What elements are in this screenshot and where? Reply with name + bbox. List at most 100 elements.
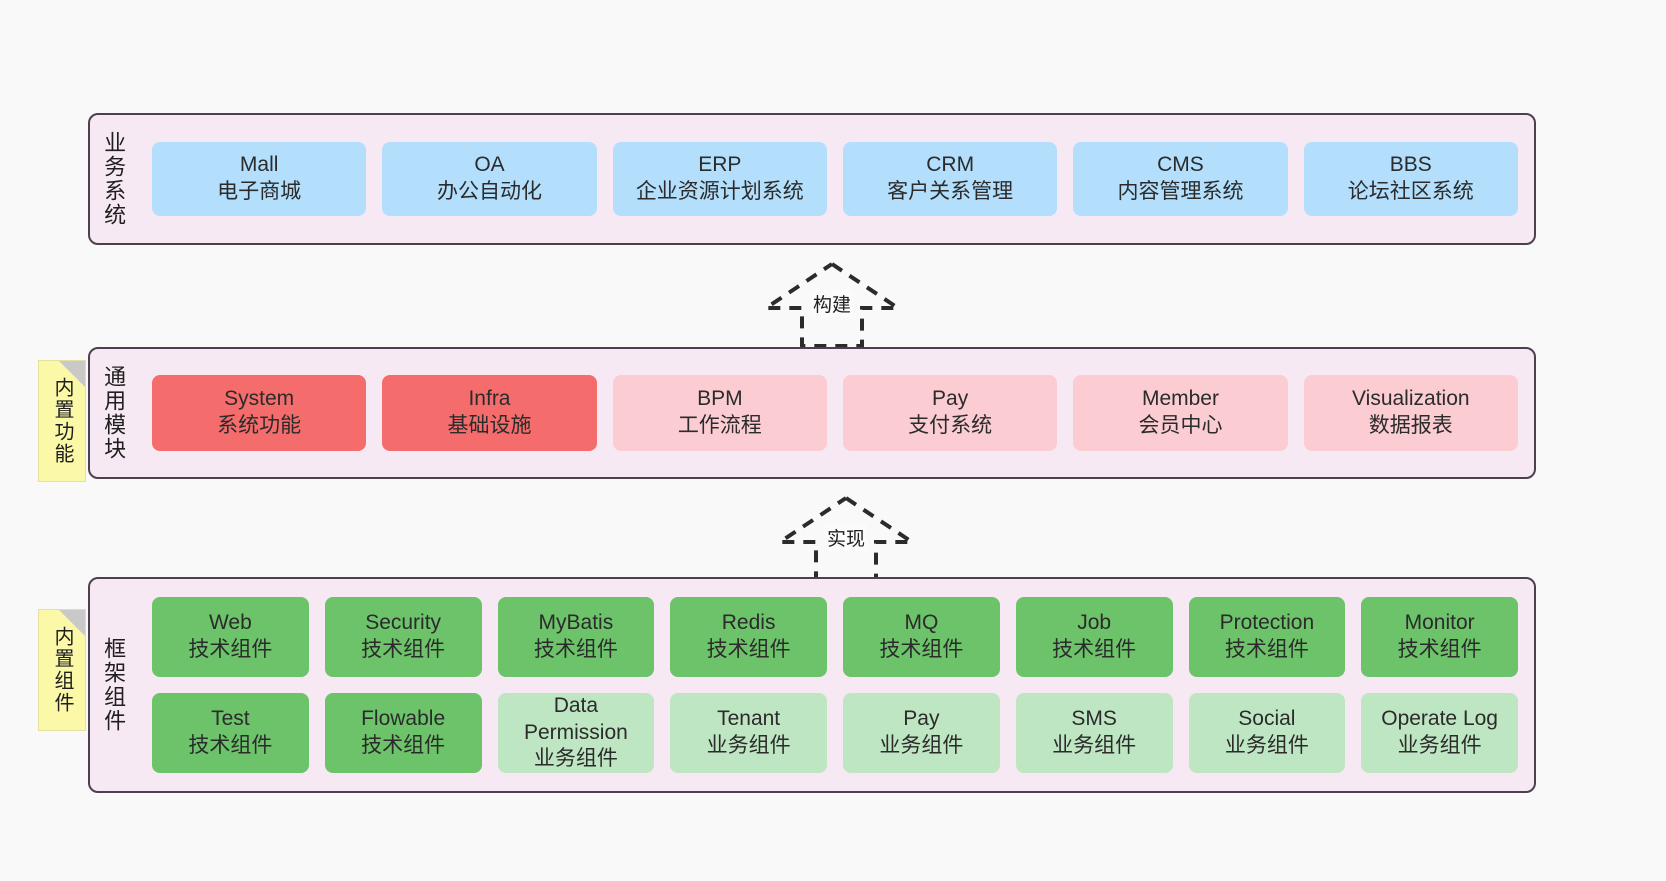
box-system-title: System: [224, 387, 295, 411]
layer-body-common-module: System 系统功能 Infra 基础设施 BPM 工作流程 Pay 支付系统…: [136, 349, 1534, 477]
box-protection-title: Protection: [1219, 611, 1315, 635]
connector-build: 构建: [756, 258, 908, 350]
box-oa-subtitle: 办公自动化: [436, 180, 542, 203]
box-data-permission-title: Data Permission: [523, 693, 628, 744]
box-social-subtitle: 业务组件: [1224, 734, 1309, 757]
box-web[interactable]: Web 技术组件: [152, 597, 309, 677]
box-protection[interactable]: Protection 技术组件: [1188, 597, 1346, 677]
box-bpm-subtitle: 工作流程: [677, 414, 762, 437]
box-cms-title: CMS: [1157, 153, 1204, 177]
box-bbs-subtitle: 论坛社区系统: [1347, 180, 1474, 203]
box-cms-subtitle: 内容管理系统: [1117, 180, 1244, 203]
box-monitor[interactable]: Monitor 技术组件: [1361, 597, 1518, 677]
box-pay-component-title: Pay: [903, 707, 940, 731]
box-bpm[interactable]: BPM 工作流程: [612, 375, 827, 451]
box-redis[interactable]: Redis 技术组件: [670, 597, 827, 677]
box-sms-title: SMS: [1071, 707, 1117, 731]
box-crm[interactable]: CRM 客户关系管理: [842, 142, 1058, 216]
box-bbs[interactable]: BBS 论坛社区系统: [1303, 142, 1518, 216]
box-job-title: Job: [1077, 611, 1112, 635]
box-cms[interactable]: CMS 内容管理系统: [1073, 142, 1288, 216]
box-data-permission[interactable]: Data Permission 业务组件: [497, 693, 655, 773]
box-pay-module-subtitle: 支付系统: [908, 414, 993, 437]
box-test[interactable]: Test 技术组件: [152, 693, 309, 773]
box-mybatis-title: MyBatis: [538, 611, 614, 635]
box-pay-component[interactable]: Pay 业务组件: [843, 693, 1000, 773]
connector-build-label: 构建: [810, 290, 854, 317]
layer-body-business-system: Mall 电子商城 OA 办公自动化 ERP 企业资源计划系统 CRM 客户关系…: [136, 115, 1534, 243]
box-social-title: Social: [1238, 707, 1296, 731]
box-crm-subtitle: 客户关系管理: [887, 180, 1014, 203]
box-mybatis-subtitle: 技术组件: [533, 638, 618, 661]
box-monitor-title: Monitor: [1404, 611, 1475, 635]
box-bbs-title: BBS: [1389, 153, 1432, 177]
box-erp[interactable]: ERP 企业资源计划系统: [612, 142, 827, 216]
box-redis-title: Redis: [721, 611, 776, 635]
box-mybatis[interactable]: MyBatis 技术组件: [497, 597, 655, 677]
sticky-fold-icon: [59, 361, 85, 387]
sticky-note-builtin-features: 内置功能: [38, 360, 86, 482]
box-pay-module[interactable]: Pay 支付系统: [842, 375, 1058, 451]
box-tenant[interactable]: Tenant 业务组件: [670, 693, 827, 773]
box-member-subtitle: 会员中心: [1138, 414, 1223, 437]
box-operate-log-title: Operate Log: [1381, 707, 1498, 731]
connector-implement-shape: [773, 496, 919, 582]
box-sms[interactable]: SMS 业务组件: [1015, 693, 1173, 773]
box-oa[interactable]: OA 办公自动化: [382, 142, 597, 216]
box-visualization[interactable]: Visualization 数据报表: [1303, 375, 1518, 451]
box-mall[interactable]: Mall 电子商城: [152, 142, 367, 216]
box-security-subtitle: 技术组件: [361, 638, 446, 661]
box-infra-subtitle: 基础设施: [447, 414, 532, 437]
box-security[interactable]: Security 技术组件: [324, 597, 482, 677]
layer-common-module[interactable]: 通用模块 System 系统功能 Infra 基础设施 BPM 工作流程 Pay…: [88, 347, 1536, 479]
layer-label-common-module: 通用模块: [101, 365, 127, 461]
box-social[interactable]: Social 业务组件: [1188, 693, 1346, 773]
box-oa-title: OA: [474, 153, 505, 177]
row-tech-components: Web 技术组件 Security 技术组件 MyBatis 技术组件 Redi…: [152, 597, 1518, 677]
box-pay-module-title: Pay: [932, 387, 969, 411]
sticky-note-builtin-features-text: 内置功能: [51, 377, 73, 465]
layer-business-system[interactable]: 业务系统 Mall 电子商城 OA 办公自动化 ERP 企业资源计划系统 CRM…: [88, 113, 1536, 245]
box-monitor-subtitle: 技术组件: [1397, 638, 1482, 661]
layer-body-framework-component: Web 技术组件 Security 技术组件 MyBatis 技术组件 Redi…: [136, 579, 1534, 791]
box-flowable[interactable]: Flowable 技术组件: [324, 693, 482, 773]
box-test-subtitle: 技术组件: [188, 734, 273, 757]
sticky-note-builtin-components: 内置组件: [38, 609, 86, 731]
row-business-components: Test 技术组件 Flowable 技术组件 Data Permission …: [152, 693, 1518, 773]
box-sms-subtitle: 业务组件: [1052, 734, 1137, 757]
box-system[interactable]: System 系统功能: [152, 375, 367, 451]
box-mq-title: MQ: [904, 611, 939, 635]
box-job[interactable]: Job 技术组件: [1015, 597, 1173, 677]
layer-label-business-system: 业务系统: [101, 131, 127, 227]
box-erp-title: ERP: [698, 153, 742, 177]
layer-label-framework-component: 框架组件: [101, 637, 127, 733]
layer-framework-component[interactable]: 框架组件 Web 技术组件 Security 技术组件 MyBatis 技术组件…: [88, 577, 1536, 793]
box-security-title: Security: [365, 611, 442, 635]
box-protection-subtitle: 技术组件: [1224, 638, 1309, 661]
box-operate-log[interactable]: Operate Log 业务组件: [1361, 693, 1518, 773]
row-business-systems: Mall 电子商城 OA 办公自动化 ERP 企业资源计划系统 CRM 客户关系…: [152, 142, 1518, 216]
box-visualization-subtitle: 数据报表: [1368, 414, 1453, 437]
box-bpm-title: BPM: [697, 387, 743, 411]
box-erp-subtitle: 企业资源计划系统: [635, 180, 804, 203]
box-mall-subtitle: 电子商城: [217, 180, 302, 203]
box-tenant-subtitle: 业务组件: [706, 734, 791, 757]
box-member-title: Member: [1141, 387, 1219, 411]
connector-implement-label: 实现: [824, 524, 868, 551]
box-infra-title: Infra: [468, 387, 511, 411]
box-test-title: Test: [211, 707, 250, 731]
box-flowable-title: Flowable: [361, 707, 446, 731]
box-operate-log-subtitle: 业务组件: [1397, 734, 1482, 757]
box-web-title: Web: [208, 611, 252, 635]
connector-implement: 实现: [770, 492, 922, 584]
box-member[interactable]: Member 会员中心: [1073, 375, 1288, 451]
box-web-subtitle: 技术组件: [188, 638, 273, 661]
sticky-fold-icon: [59, 610, 85, 636]
box-job-subtitle: 技术组件: [1052, 638, 1137, 661]
box-data-permission-subtitle: 业务组件: [533, 747, 618, 771]
box-visualization-title: Visualization: [1352, 387, 1470, 411]
box-mq[interactable]: MQ 技术组件: [843, 597, 1000, 677]
box-infra[interactable]: Infra 基础设施: [382, 375, 597, 451]
sticky-note-builtin-components-text: 内置组件: [51, 626, 73, 714]
